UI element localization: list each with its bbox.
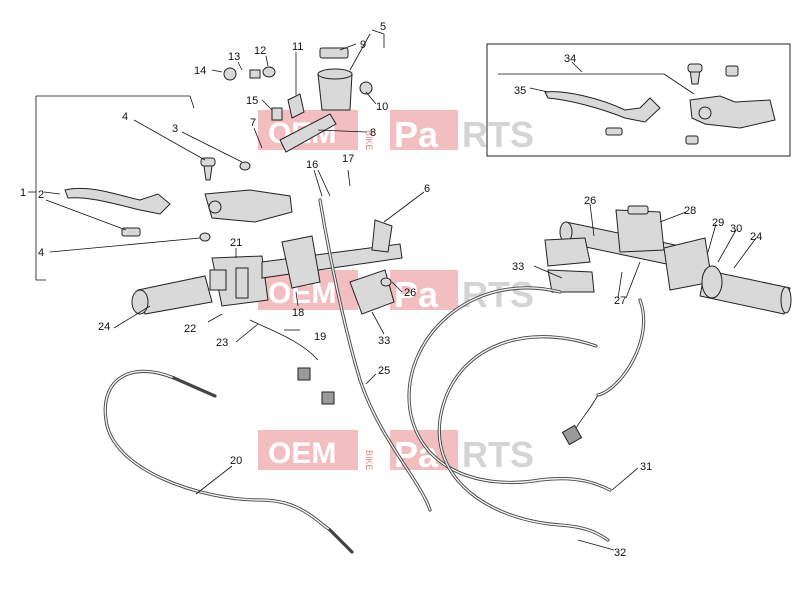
callout-27: 27 bbox=[614, 295, 626, 307]
callout-25: 25 bbox=[378, 365, 390, 377]
callout-15: 15 bbox=[246, 95, 258, 107]
svg-text:BIKE: BIKE bbox=[364, 450, 374, 471]
reservoir bbox=[223, 47, 373, 153]
right-switch-housing bbox=[615, 205, 713, 291]
callout-33b: 33 bbox=[378, 335, 390, 347]
callout-5: 5 bbox=[380, 21, 386, 33]
leader-lines bbox=[28, 29, 757, 551]
inset-brake-lever bbox=[544, 63, 776, 145]
left-grip bbox=[131, 275, 213, 315]
svg-text:OEM: OEM bbox=[268, 437, 336, 470]
clutch-lever bbox=[64, 187, 211, 242]
clutch-master-cylinder bbox=[200, 157, 293, 223]
callout-1: 1 bbox=[20, 187, 26, 199]
left-switch-housing bbox=[209, 255, 269, 307]
callout-35: 35 bbox=[514, 85, 526, 97]
callout-12: 12 bbox=[254, 45, 266, 57]
cables bbox=[103, 198, 646, 554]
callout-19: 19 bbox=[314, 331, 326, 343]
svg-text:RTS: RTS bbox=[462, 434, 534, 475]
right-grip bbox=[699, 265, 792, 315]
throttle-clamp bbox=[544, 237, 595, 293]
callout-23: 23 bbox=[216, 337, 228, 349]
wiring-connector-left bbox=[249, 319, 335, 405]
callout-29: 29 bbox=[712, 217, 724, 229]
callout-16: 16 bbox=[306, 159, 318, 171]
callout-34: 34 bbox=[564, 53, 576, 65]
callout-21: 21 bbox=[230, 237, 242, 249]
watermark-bottom: OEM BIKE Pa RTS bbox=[258, 430, 534, 475]
callout-28: 28 bbox=[684, 205, 696, 217]
callout-31: 31 bbox=[640, 461, 652, 473]
callout-labels: 1 2 3 4 4 5 6 7 8 9 10 11 12 13 14 15 16… bbox=[20, 21, 762, 559]
callout-20: 20 bbox=[230, 455, 242, 467]
svg-text:Pa: Pa bbox=[394, 274, 439, 315]
callout-14: 14 bbox=[194, 65, 206, 77]
watermark-pa: Pa bbox=[394, 114, 439, 155]
callout-22: 22 bbox=[184, 323, 196, 335]
callout-18: 18 bbox=[292, 307, 304, 319]
watermark-rts: RTS bbox=[462, 114, 534, 155]
watermark-bike: BIKE bbox=[364, 130, 374, 151]
callout-24a: 24 bbox=[98, 321, 110, 333]
callout-6: 6 bbox=[424, 183, 430, 195]
callout-13: 13 bbox=[228, 51, 240, 63]
callout-33a: 33 bbox=[512, 261, 524, 273]
callout-10: 10 bbox=[376, 101, 388, 113]
callout-4b: 4 bbox=[38, 247, 44, 259]
callout-26b: 26 bbox=[584, 195, 596, 207]
callout-7: 7 bbox=[250, 117, 256, 129]
callout-4a: 4 bbox=[122, 111, 128, 123]
callout-24b: 24 bbox=[750, 231, 762, 243]
callout-8: 8 bbox=[370, 127, 376, 139]
inset-box bbox=[486, 43, 791, 157]
callout-30: 30 bbox=[730, 223, 742, 235]
wiring-connector-right bbox=[561, 394, 599, 446]
callout-32: 32 bbox=[614, 547, 626, 559]
callout-3: 3 bbox=[172, 123, 178, 135]
callout-9: 9 bbox=[360, 39, 366, 51]
callout-2: 2 bbox=[38, 189, 44, 201]
callout-17: 17 bbox=[342, 153, 354, 165]
callout-11: 11 bbox=[292, 41, 303, 53]
callout-26a: 26 bbox=[404, 287, 416, 299]
svg-text:RTS: RTS bbox=[462, 274, 534, 315]
